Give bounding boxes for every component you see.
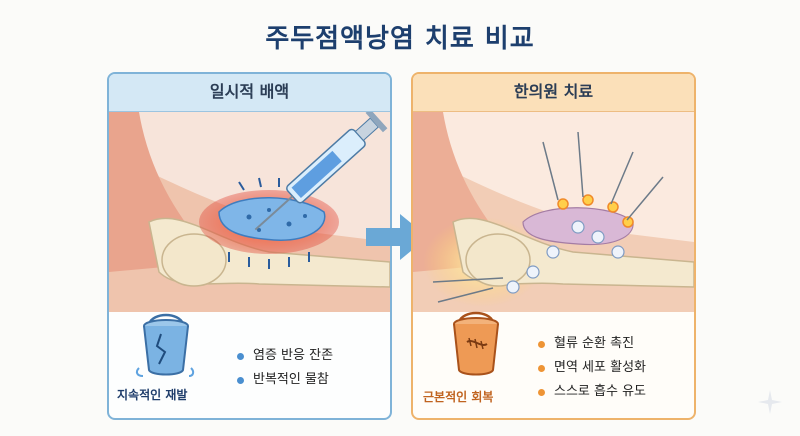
sparkle-icon	[758, 390, 782, 414]
immune-cell-icon	[506, 220, 625, 294]
bullet-dot	[237, 376, 244, 384]
elbow-acupuncture-illustration	[413, 112, 694, 312]
list-item: 면역 세포 활성화	[538, 356, 646, 380]
leaking-bucket-icon	[131, 312, 201, 378]
elbow-drainage-illustration	[109, 112, 390, 312]
bullet-dot	[538, 388, 545, 396]
list-item: 혈류 순환 촉진	[538, 332, 646, 356]
list-item: 반복적인 물참	[237, 368, 333, 392]
herbal-bullet-list: 혈류 순환 촉진 면역 세포 활성화 스스로 흡수 유도	[538, 332, 646, 404]
drainage-panel-header: 일시적 배액	[109, 74, 390, 112]
drainage-bullet-list: 염증 반응 잔존 반복적인 물참	[237, 344, 333, 392]
bullet-dot	[237, 352, 244, 360]
drainage-panel: 일시적 배액	[107, 72, 392, 420]
herbal-treatment-panel: 한의원 치료	[411, 72, 696, 420]
page-title: 주두점액낭염 치료 비교	[265, 24, 535, 54]
bullet-dot	[538, 364, 545, 372]
herbal-outcome-label: 근본적인 회복	[423, 390, 494, 404]
acupuncture-needle-icon	[432, 131, 664, 303]
herbal-panel-header: 한의원 치료	[413, 74, 694, 112]
syringe-icon	[254, 112, 388, 231]
list-item: 염증 반응 잔존	[237, 344, 333, 368]
list-item: 스스로 흡수 유도	[538, 380, 646, 404]
patched-bucket-icon	[441, 308, 511, 378]
bullet-dot	[538, 340, 545, 348]
drainage-outcome-label: 지속적인 재발	[117, 388, 188, 402]
